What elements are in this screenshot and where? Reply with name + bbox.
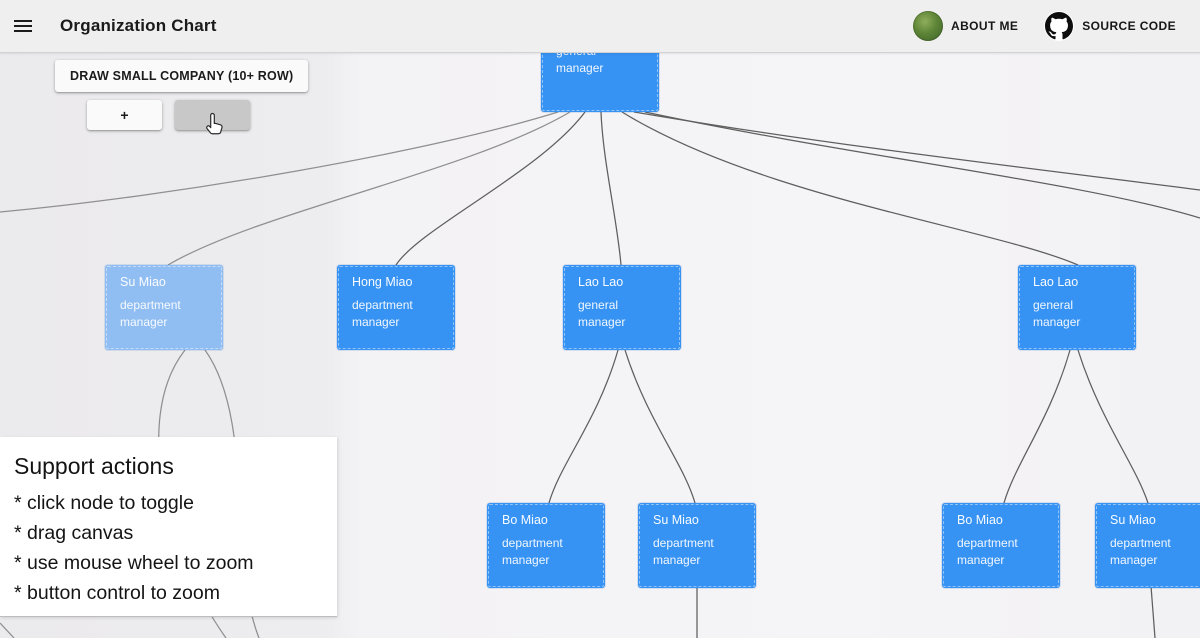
support-item: * click node to toggle (14, 492, 194, 514)
avatar (913, 11, 944, 41)
source-code-label: SOURCE CODE (1082, 19, 1176, 33)
org-node-bo-miao-right[interactable]: Bo Miao department manager (942, 503, 1060, 588)
org-node-bo-miao-mid[interactable]: Bo Miao department manager (487, 503, 605, 588)
node-name: Lao Lao (578, 275, 624, 289)
node-role: department manager (653, 536, 714, 567)
org-node-su-miao-right[interactable]: Su Miao department manager (1095, 503, 1200, 588)
support-item: * drag canvas (14, 522, 134, 544)
node-role: department manager (1110, 536, 1171, 567)
zoom-out-button[interactable]: - (175, 100, 250, 130)
node-role: department manager (957, 536, 1018, 567)
org-node-su-miao-dept[interactable]: Su Miao department manager (105, 265, 223, 350)
link-lao-right-to-bo-miao (1003, 349, 1071, 504)
node-role: department manager (352, 298, 413, 329)
source-code-link[interactable]: SOURCE CODE (1044, 11, 1176, 41)
node-name: Su Miao (120, 275, 166, 289)
draw-small-company-button[interactable]: DRAW SMALL COMPANY (10+ ROW) (55, 60, 309, 92)
link-top-to-lao-lao-mid (600, 111, 622, 266)
node-role: department manager (120, 298, 181, 329)
link-su-miao-right-child (1150, 585, 1156, 638)
app-header: Organization Chart ABOUT ME SOURCE CODE (0, 0, 1200, 53)
node-role: general manager (578, 298, 626, 329)
support-panel-title: Support actions (14, 453, 174, 479)
support-item: * use mouse wheel to zoom (14, 552, 254, 574)
link-top-to-offscreen-right-2 (644, 111, 1200, 219)
node-name: Su Miao (1110, 513, 1156, 527)
node-role: general manager (1033, 298, 1081, 329)
org-node-su-miao-mid[interactable]: Su Miao department manager (638, 503, 756, 588)
node-name: Lao Lao (1033, 275, 1079, 289)
link-top-to-offscreen-left (0, 111, 559, 213)
org-node-hong-miao-dept[interactable]: Hong Miao department manager (337, 265, 455, 350)
org-node-lao-lao-right[interactable]: Lao Lao general manager (1018, 265, 1136, 350)
page-title: Organization Chart (60, 16, 217, 35)
link-lao-right-to-su-miao (1077, 349, 1149, 504)
link-top-to-lao-lao-right (621, 111, 1079, 266)
node-name: Hong Miao (352, 275, 413, 289)
link-lao-mid-to-su-miao (624, 349, 696, 504)
link-top-to-offscreen-right-1 (633, 111, 1200, 191)
support-item: * button control to zoom (14, 582, 220, 604)
link-lao-mid-to-bo-miao (548, 349, 619, 504)
link-offscreen-bottom-left (0, 622, 15, 638)
link-top-to-su-miao (167, 111, 571, 266)
support-actions-panel: Support actions * click node to toggle *… (0, 437, 337, 617)
link-top-to-hong-miao (395, 111, 586, 266)
menu-button[interactable] (0, 17, 46, 35)
node-name: Su Miao (653, 513, 699, 527)
org-node-lao-lao-mid[interactable]: Lao Lao general manager (563, 265, 681, 350)
github-icon (1044, 11, 1075, 41)
hamburger-icon (14, 17, 32, 35)
node-name: Bo Miao (502, 513, 548, 527)
node-role: department manager (502, 536, 563, 567)
node-name: Bo Miao (957, 513, 1003, 527)
zoom-in-button[interactable]: + (87, 100, 162, 130)
about-me-link[interactable]: ABOUT ME (913, 11, 1018, 41)
about-me-label: ABOUT ME (951, 19, 1019, 33)
